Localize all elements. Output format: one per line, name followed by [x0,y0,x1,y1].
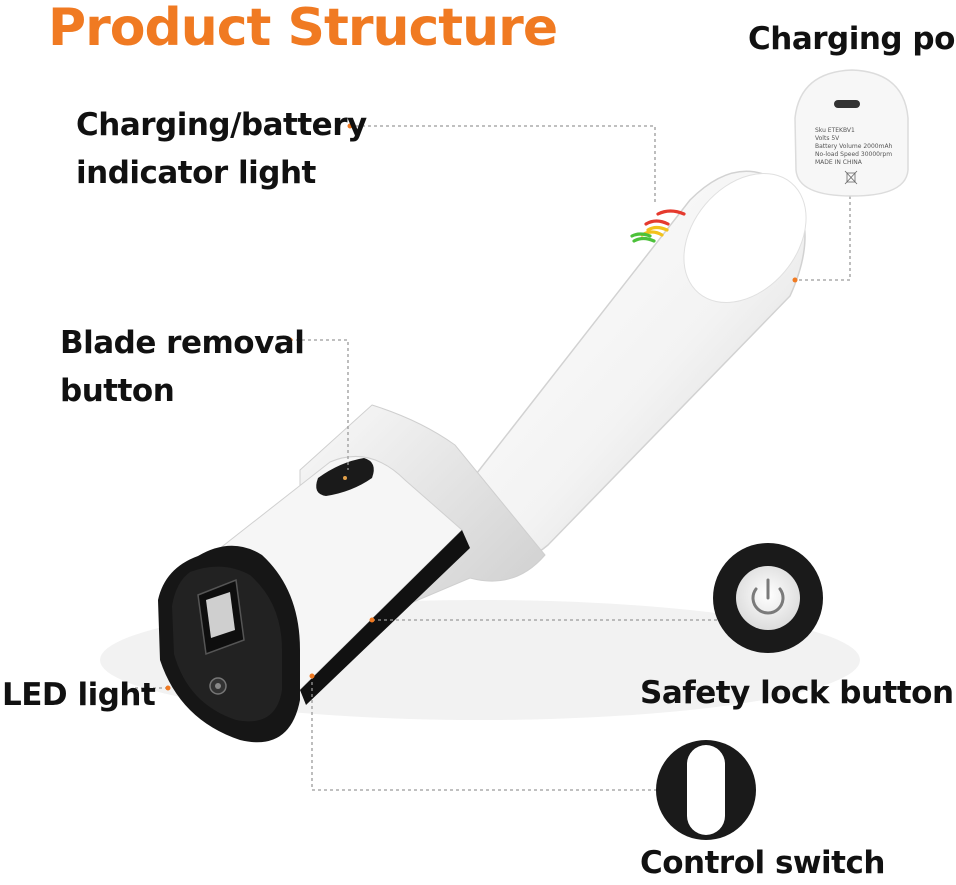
indicator-lights-icon [630,209,686,243]
label-control-switch: Control switch [640,845,885,881]
blade-icon [206,592,235,638]
leader-lines [135,125,851,791]
spec-line: MADE IN CHINA [815,159,863,166]
trimmer-body [451,170,807,566]
spec-line: No-load Speed 30000rpm [815,151,892,158]
label-blade-line1: Blade removal [60,325,305,361]
spec-line: Volts 5V [815,135,840,142]
weee-bin-icon [844,170,858,185]
usb-c-port-icon [834,100,860,108]
label-indicator-line1: Charging/battery [76,107,367,143]
page-title: Product Structure [48,0,558,58]
power-icon [751,578,785,615]
charging-port-callout: Sku ETEKBV1 Volts 5V Battery Volume 2000… [794,69,909,197]
label-led-light: LED light [2,677,156,713]
label-indicator-line2: indicator light [76,155,316,191]
label-blade-line2: button [60,373,175,409]
trimmer-head [158,455,470,743]
safety-lock-button-callout [713,543,823,653]
switch-icon [687,745,725,835]
spec-line: Battery Volume 2000mAh [815,143,893,150]
spec-line: Sku ETEKBV1 [815,127,855,134]
control-switch-callout [656,740,756,840]
label-charging-port: Charging port [748,21,956,57]
label-safety-lock: Safety lock button [640,675,954,711]
